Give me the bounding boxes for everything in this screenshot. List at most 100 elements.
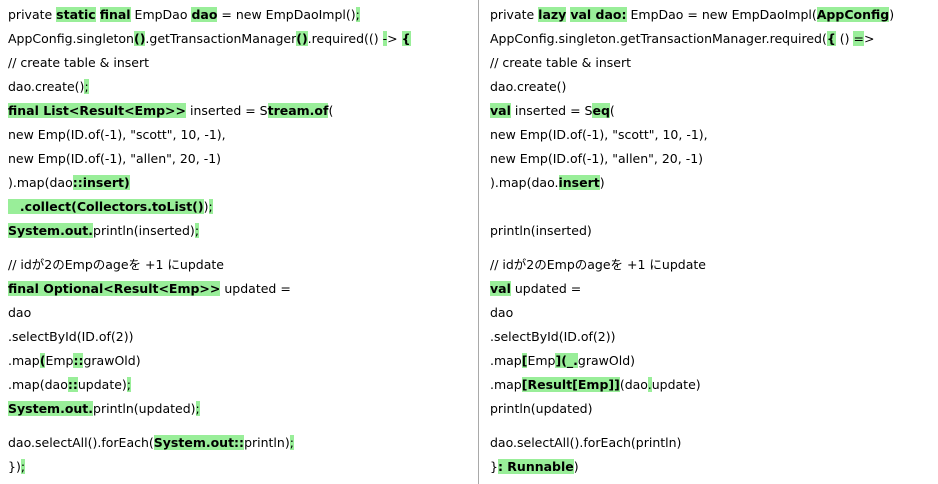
diff-highlight: static <box>56 7 96 22</box>
code-line: // idが2のEmpのageを +1 にupdate <box>490 253 938 277</box>
blank-line <box>490 421 938 431</box>
code-line: final List<Result<Emp>> inserted = Strea… <box>8 99 478 123</box>
code-line: ).map(dao.insert) <box>490 171 938 195</box>
diff-highlight: val <box>490 281 511 296</box>
code-text: } <box>490 459 498 474</box>
code-line: println(updated) <box>490 397 938 421</box>
code-text: // idが2のEmpのageを +1 にupdate <box>8 257 224 272</box>
code-text: Emp <box>45 353 74 368</box>
diff-highlight: . <box>647 377 652 392</box>
diff-highlight: insert <box>558 175 600 190</box>
code-text: EmpDao <box>130 7 192 22</box>
code-text: .required(() <box>307 31 383 46</box>
diff-highlight: lazy <box>538 7 567 22</box>
code-text: (dao <box>619 377 648 392</box>
code-line: dao.create(); <box>8 75 478 99</box>
diff-highlight: : Runnable <box>497 459 574 474</box>
diff-highlight: ; <box>126 377 132 392</box>
code-line: final Optional<Result<Emp>> updated = <box>8 277 478 301</box>
code-text: dao <box>490 305 514 320</box>
left-code-pane: private static final EmpDao dao = new Em… <box>8 3 478 479</box>
code-line: .selectById(ID.of(2)) <box>8 325 478 349</box>
diff-highlight: eq <box>592 103 610 118</box>
code-text: new Emp(ID.of(-1), "allen", 20, -1) <box>8 151 222 166</box>
diff-highlight: final Optional<Result<Emp>> <box>8 281 221 296</box>
code-line: .selectById(ID.of(2)) <box>490 325 938 349</box>
code-line: // idが2のEmpのageを +1 にupdate <box>8 253 478 277</box>
code-text: println(updated) <box>93 401 196 416</box>
code-text: update) <box>651 377 701 392</box>
pane-divider <box>478 0 479 484</box>
code-text: grawOld) <box>83 353 141 368</box>
code-line: System.out.println(updated); <box>8 397 478 421</box>
code-line: System.out.println(inserted); <box>8 219 478 243</box>
code-text: .map <box>490 377 522 392</box>
diff-highlight: AppConfig <box>816 7 890 22</box>
diff-highlight: ; <box>355 7 360 22</box>
blank-line <box>8 243 478 253</box>
diff-highlight: final List<Result<Emp>> <box>8 103 187 118</box>
code-text: ( <box>328 103 334 118</box>
code-text: dao.create() <box>8 79 85 94</box>
code-text: AppConfig.singleton <box>8 31 134 46</box>
code-text: private <box>8 7 57 22</box>
diff-highlight: ; <box>20 459 26 474</box>
diff-highlight: tream.of <box>267 103 329 118</box>
diff-highlight: ; <box>194 223 200 238</box>
diff-highlight: [ <box>521 353 528 368</box>
code-text: dao.create() <box>490 79 567 94</box>
code-text: inserted = S <box>186 103 268 118</box>
blank-line <box>490 243 938 253</box>
code-line: // create table & insert <box>8 51 478 75</box>
code-line: dao <box>490 301 938 325</box>
code-line: private static final EmpDao dao = new Em… <box>8 3 478 27</box>
diff-highlight: ](_. <box>555 353 578 368</box>
code-text: .getTransactionManager <box>145 31 297 46</box>
code-line: val updated = <box>490 277 938 301</box>
diff-highlight: ; <box>84 79 89 94</box>
code-text: .map(dao <box>8 377 68 392</box>
code-text: inserted = S <box>510 103 593 118</box>
code-text: .selectById(ID.of(2)) <box>490 329 616 344</box>
code-text: new Emp(ID.of(-1), "allen", 20, -1) <box>490 151 704 166</box>
code-line: val inserted = Seq( <box>490 99 938 123</box>
code-line: println(inserted) <box>490 219 938 243</box>
blank-line <box>8 421 478 431</box>
code-line: new Emp(ID.of(-1), "allen", 20, -1) <box>8 147 478 171</box>
code-text: new Emp(ID.of(-1), "scott", 10, -1), <box>490 127 708 142</box>
diff-highlight: System.out. <box>8 401 94 416</box>
code-text: ).map(dao <box>8 175 73 190</box>
code-text: EmpDao = new EmpDaoImpl( <box>626 7 817 22</box>
code-line: // create table & insert <box>490 51 938 75</box>
code-text: ) <box>889 7 895 22</box>
code-line: dao.selectAll().forEach(println) <box>490 431 938 455</box>
diff-highlight: ( <box>39 353 46 368</box>
code-line: new Emp(ID.of(-1), "scott", 10, -1), <box>8 123 478 147</box>
code-text: > <box>863 31 875 46</box>
diff-highlight: ; <box>289 435 294 450</box>
code-line: }); <box>8 455 478 479</box>
code-text: = new EmpDaoImpl() <box>217 7 356 22</box>
code-text: ( <box>609 103 615 118</box>
diff-highlight: [Result[Emp]] <box>521 377 620 392</box>
diff-highlight: :: <box>73 353 84 368</box>
diff-highlight: ; <box>195 401 200 416</box>
code-line: new Emp(ID.of(-1), "scott", 10, -1), <box>490 123 938 147</box>
code-text: updated = <box>510 281 582 296</box>
code-text: println(updated) <box>490 401 593 416</box>
code-line: .map(Emp::grawOld) <box>8 349 478 373</box>
diff-highlight <box>8 199 20 214</box>
code-line: private lazy val dao: EmpDao = new EmpDa… <box>490 3 938 27</box>
diff-highlight: final <box>99 7 131 22</box>
code-text: dao <box>8 305 32 320</box>
diff-highlight: :: <box>67 377 78 392</box>
code-text: Emp <box>527 353 556 368</box>
diff-highlight: () <box>133 31 146 46</box>
diff-highlight: { <box>401 31 411 46</box>
code-text: }) <box>8 459 21 474</box>
diff-highlight: val <box>490 103 511 118</box>
diff-highlight: ::insert) <box>72 175 130 190</box>
code-text: updated = <box>220 281 291 296</box>
code-text: ) <box>599 175 605 190</box>
